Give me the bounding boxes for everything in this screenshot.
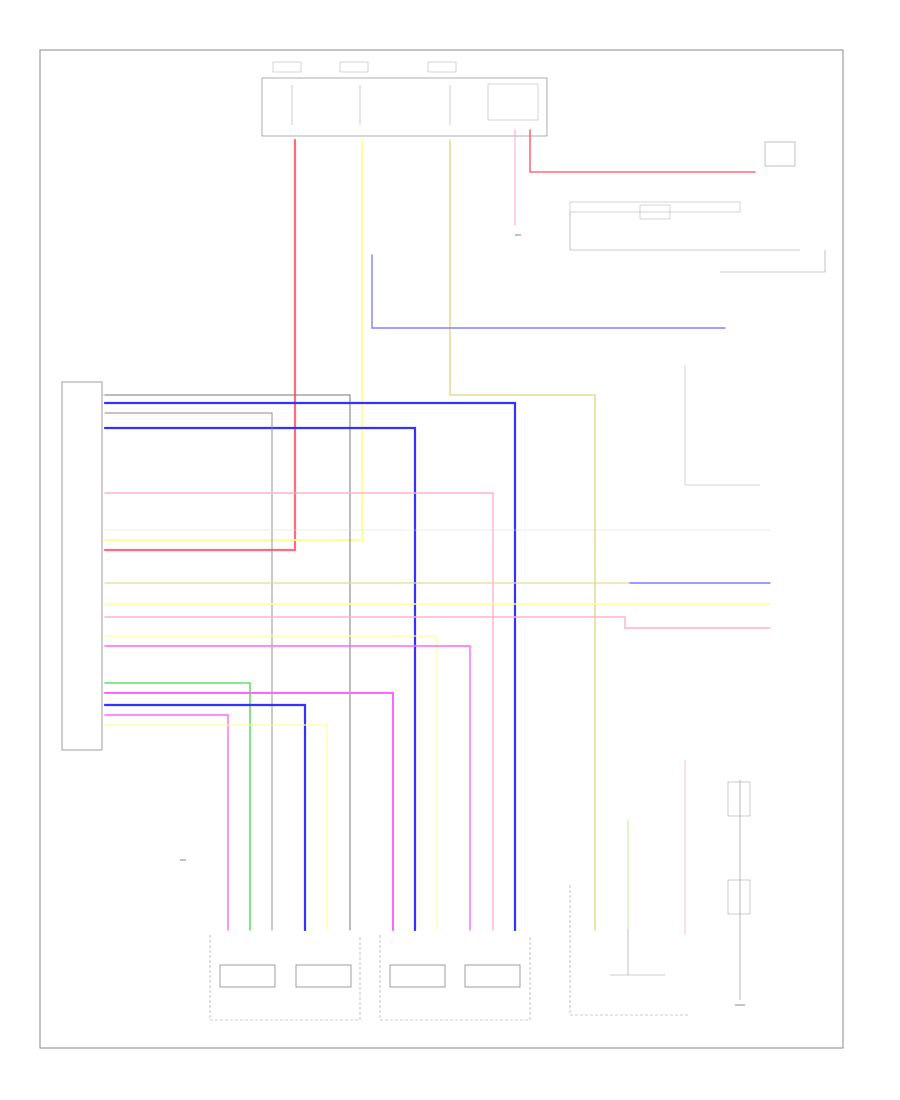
wires (103, 129, 771, 1001)
wire-gray-top (104, 394, 351, 931)
wire-tan-main (449, 139, 596, 931)
wire-yellow-main (104, 139, 363, 541)
right-headlight-assembly (379, 935, 531, 1021)
wire-gray-2 (104, 412, 273, 931)
top-right-components (569, 141, 826, 273)
left-headlight-assembly (209, 935, 361, 1021)
wire-pink-1 (104, 492, 494, 931)
wire-pink-2 (104, 616, 771, 629)
wire-blue-1 (103, 401, 517, 932)
wire-gray-right (684, 364, 761, 486)
combination-meter (569, 885, 690, 1016)
wire-magenta-3 (104, 714, 229, 931)
wire-magenta-2 (104, 692, 394, 931)
wire-green (104, 682, 251, 931)
wire-lightblue (371, 254, 726, 329)
junction-blocks-right (727, 781, 751, 915)
wire-blue-4 (103, 703, 307, 932)
headlight-control-ecu (61, 381, 112, 751)
wire-red-main (103, 138, 297, 552)
wire-magenta-1 (104, 645, 471, 931)
top-sensor-block (261, 61, 548, 137)
ground-symbols (180, 234, 745, 1006)
wire-red-right (529, 129, 756, 173)
wire-yellow-3 (104, 635, 438, 931)
wire-yellow-4 (104, 724, 328, 931)
wire-blue-2 (103, 426, 417, 932)
diagram-frame (39, 49, 844, 1049)
